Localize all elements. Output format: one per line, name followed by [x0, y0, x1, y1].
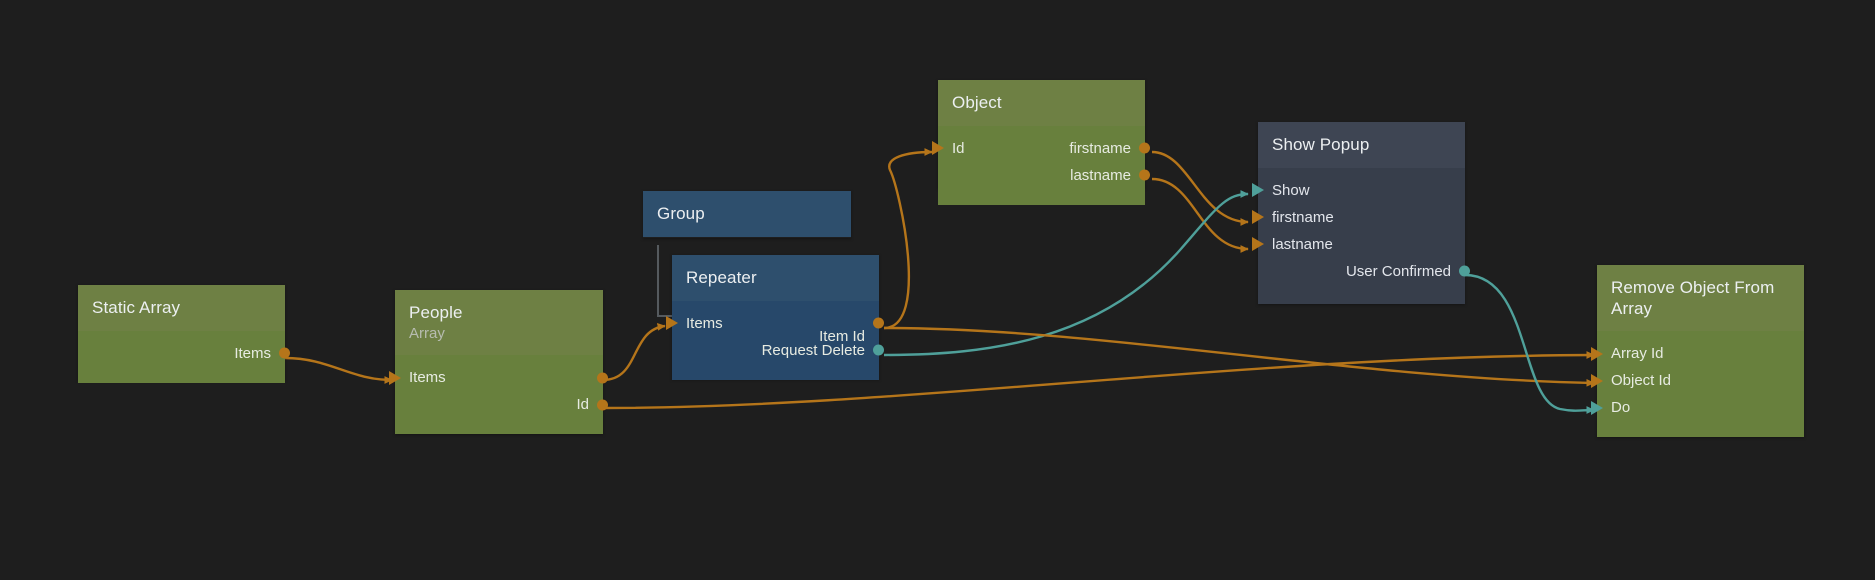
node-show-popup-title: Show Popup — [1272, 135, 1370, 154]
port-remove-object-objectid-in[interactable]: Object Id — [1591, 367, 1790, 394]
node-group[interactable]: Group — [643, 191, 851, 238]
node-repeater[interactable]: Repeater Items Request Delete Item Id — [666, 255, 884, 380]
node-object-header: Object — [938, 80, 1145, 126]
port-dot-icon[interactable] — [1459, 265, 1470, 277]
node-show-popup-body: Show firstname lastname User Confirmed — [1252, 167, 1470, 304]
node-group-header: Group — [643, 191, 851, 237]
port-dot-icon[interactable] — [597, 372, 608, 384]
port-label: Show — [1272, 181, 1310, 199]
port-dot-icon[interactable] — [873, 344, 884, 356]
node-repeater-body: Items Request Delete — [666, 300, 884, 380]
node-remove-object-body: Array Id Object Id Do — [1591, 331, 1804, 438]
node-people[interactable]: People Array Items Id — [389, 290, 608, 435]
port-label: Id — [576, 396, 589, 414]
port-label: firstname — [1272, 208, 1334, 226]
node-show-popup[interactable]: Show Popup Show firstname lastname User … — [1252, 122, 1470, 304]
port-label: lastname — [1070, 166, 1131, 184]
edge-repeater-itemid-to-removeobject-objectid — [883, 326, 1595, 387]
node-static-array-header: Static Array — [78, 285, 285, 331]
port-object-lastname-out[interactable]: lastname — [952, 162, 1150, 189]
port-show-popup-lastname-in[interactable]: lastname — [1252, 231, 1451, 258]
node-static-array-title: Static Array — [92, 298, 181, 317]
node-repeater-title: Repeater — [686, 268, 757, 287]
port-people-items-in[interactable]: Items — [389, 364, 608, 391]
node-remove-object-from-array[interactable]: Remove Object From Array Array Id Object… — [1591, 265, 1804, 438]
port-remove-object-arrayid-in[interactable]: Array Id — [1591, 340, 1790, 367]
edge-people-items-to-repeater-items — [602, 322, 666, 382]
edge-object-lastname-to-showpopup-lastname — [1151, 177, 1249, 253]
node-repeater-header: Repeater — [672, 255, 879, 301]
port-label: Items — [234, 344, 271, 362]
port-arrow-icon[interactable] — [1252, 237, 1264, 252]
port-label: User Confirmed — [1345, 262, 1451, 280]
edge-repeater-itemid-to-object-id — [883, 148, 933, 330]
port-dot-icon[interactable] — [597, 399, 608, 411]
port-arrow-icon[interactable] — [1591, 373, 1603, 388]
port-label: Array Id — [1611, 345, 1664, 363]
port-label: Items — [686, 314, 723, 332]
node-people-body: Items Id — [389, 355, 608, 435]
edge-showpopup-userconfirmed-to-removeobject-do — [1464, 273, 1595, 414]
port-dot-icon[interactable] — [1139, 169, 1150, 181]
node-object[interactable]: Object Id firstname lastname — [932, 80, 1150, 205]
port-repeater-requestdelete-out[interactable]: Request Delete — [686, 337, 884, 364]
node-remove-object-header: Remove Object From Array — [1597, 265, 1804, 332]
node-show-popup-header: Show Popup — [1258, 122, 1465, 168]
port-remove-object-do-in[interactable]: Do — [1591, 394, 1790, 421]
port-dot-icon[interactable] — [1139, 142, 1150, 154]
port-show-popup-show-in[interactable]: Show — [1252, 177, 1451, 204]
port-show-popup-firstname-in[interactable]: firstname — [1252, 204, 1451, 231]
port-arrow-icon[interactable] — [1252, 210, 1264, 225]
port-show-popup-userconfirmed-out[interactable]: User Confirmed — [1272, 258, 1470, 285]
port-arrow-icon[interactable] — [932, 141, 944, 156]
node-remove-object-title: Remove Object From Array — [1611, 278, 1775, 318]
port-people-id-out[interactable]: Id — [409, 391, 608, 418]
port-label: lastname — [1272, 235, 1333, 253]
port-label: Object Id — [1611, 372, 1672, 390]
edge-object-firstname-to-showpopup-firstname — [1151, 150, 1249, 226]
port-object-id-in[interactable]: Id firstname — [932, 135, 1150, 162]
node-static-array[interactable]: Static Array Items — [78, 285, 290, 383]
port-label: Items — [409, 369, 446, 387]
node-people-header: People Array — [395, 290, 603, 356]
port-object-firstname-out-label: firstname — [1069, 139, 1131, 157]
group-repeater-tree-connector — [657, 245, 672, 317]
port-arrow-icon[interactable] — [1591, 346, 1603, 361]
node-object-title: Object — [952, 93, 1002, 112]
node-group-title: Group — [657, 204, 705, 223]
port-repeater-itemid-out-label: Item Id — [819, 328, 865, 345]
port-repeater-items-in[interactable]: Items — [666, 310, 884, 337]
port-arrow-icon[interactable] — [389, 370, 401, 385]
node-people-title: People — [409, 303, 463, 322]
port-label: Request Delete — [761, 341, 865, 359]
port-label: Id — [952, 139, 965, 157]
port-static-array-items-out[interactable]: Items — [92, 340, 290, 367]
port-dot-icon[interactable] — [279, 347, 290, 359]
node-static-array-body: Items — [78, 330, 290, 383]
node-people-subtitle: Array — [409, 324, 445, 342]
port-arrow-icon[interactable] — [1591, 400, 1603, 415]
port-label: Do — [1611, 399, 1631, 417]
port-arrow-icon[interactable] — [1252, 183, 1264, 198]
port-arrow-icon[interactable] — [666, 316, 678, 331]
edge-staticarray-items-to-people-items — [284, 356, 393, 384]
edge-repeater-requestdelete-to-showpopup-show — [883, 190, 1249, 357]
port-dot-icon[interactable] — [873, 317, 884, 329]
node-object-body: Id firstname lastname — [932, 125, 1150, 205]
